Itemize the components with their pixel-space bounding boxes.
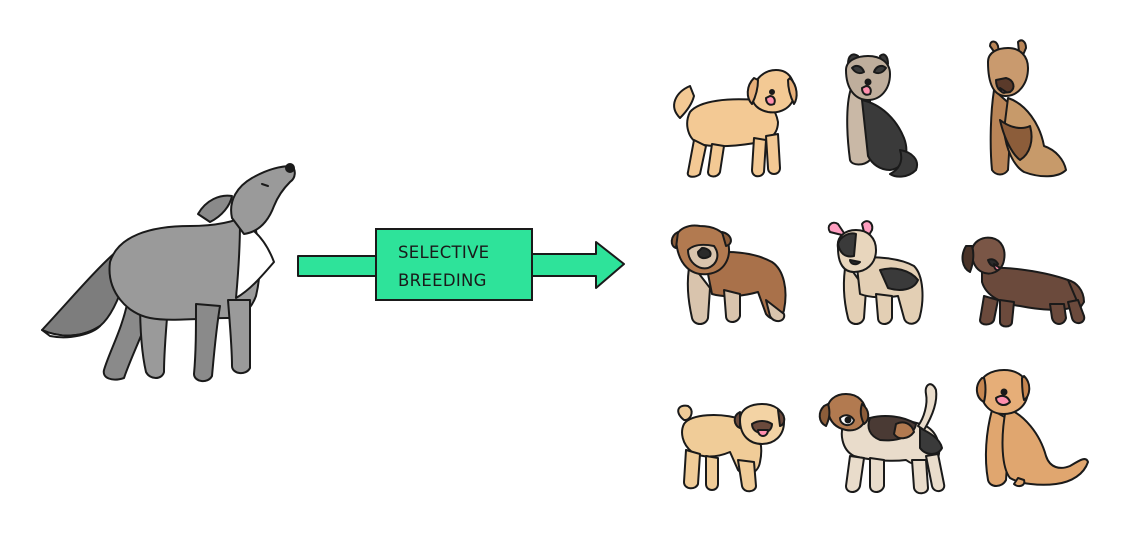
beagle-icon [818,383,946,495]
labrador-icon [976,369,1089,488]
arrow-shaft-left [297,255,379,277]
process-label-box [375,228,533,301]
bulldog-icon [670,224,787,325]
dachshund-icon [961,236,1086,328]
german-shepherd-icon [987,39,1067,178]
french-bulldog-icon [827,220,924,325]
process-label-line-2: BREEDING [398,271,487,290]
arrow-head [529,241,625,289]
pug-icon [677,403,786,493]
selective-breeding-arrow: SELECTIVE BREEDING [297,228,625,301]
howling-wolf-icon [41,163,296,382]
husky-icon [845,53,918,178]
process-label-line-1: SELECTIVE [398,243,489,262]
golden-retriever-icon [673,69,798,178]
